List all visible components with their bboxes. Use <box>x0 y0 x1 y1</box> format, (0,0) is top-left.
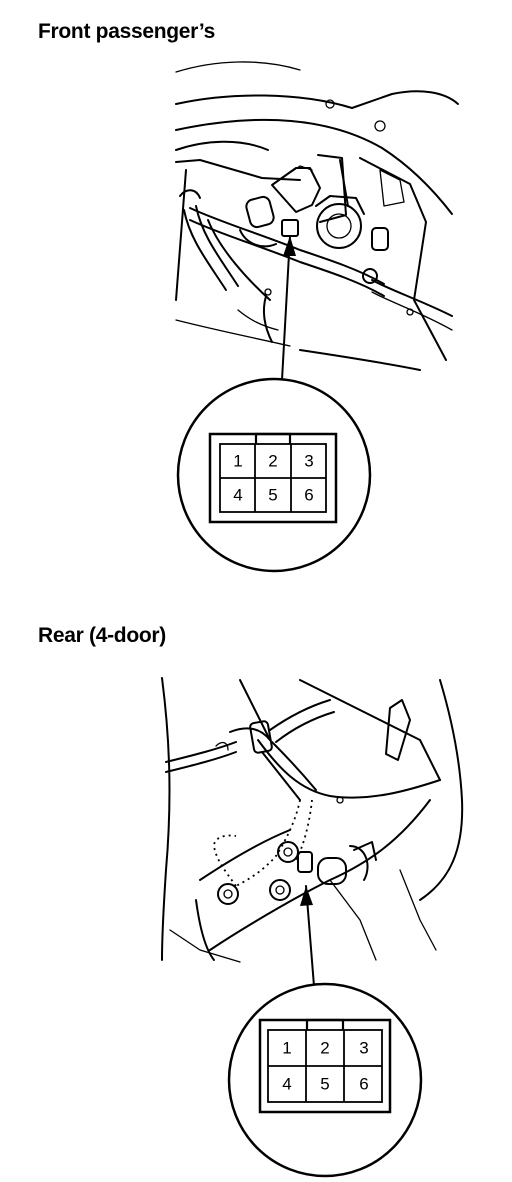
rear-pin-1: 1 <box>282 1039 291 1058</box>
front-pin-2: 2 <box>268 452 277 471</box>
rear-connector-face <box>258 1018 392 1114</box>
rear-connector-callout: 1 2 3 4 5 6 <box>227 982 423 1178</box>
front-pin-1: 1 <box>233 452 242 471</box>
front-door-illustration <box>175 61 459 381</box>
front-connector-face <box>208 432 338 524</box>
section-title-rear-4-door: Rear (4-door) <box>38 624 166 647</box>
front-pin-5: 5 <box>268 486 277 505</box>
front-pin-3: 3 <box>304 452 313 471</box>
rear-pin-3: 3 <box>359 1039 368 1058</box>
rear-pin-2: 2 <box>320 1039 329 1058</box>
rear-pin-5: 5 <box>320 1075 329 1094</box>
rear-pin-6: 6 <box>359 1075 368 1094</box>
front-connector-callout: 1 2 3 4 5 6 <box>176 377 372 573</box>
rear-pin-4: 4 <box>282 1075 291 1094</box>
front-pin-6: 6 <box>304 486 313 505</box>
section-title-front-passenger: Front passenger’s <box>38 20 215 43</box>
rear-door-illustration <box>161 677 464 987</box>
front-pin-4: 4 <box>233 486 242 505</box>
